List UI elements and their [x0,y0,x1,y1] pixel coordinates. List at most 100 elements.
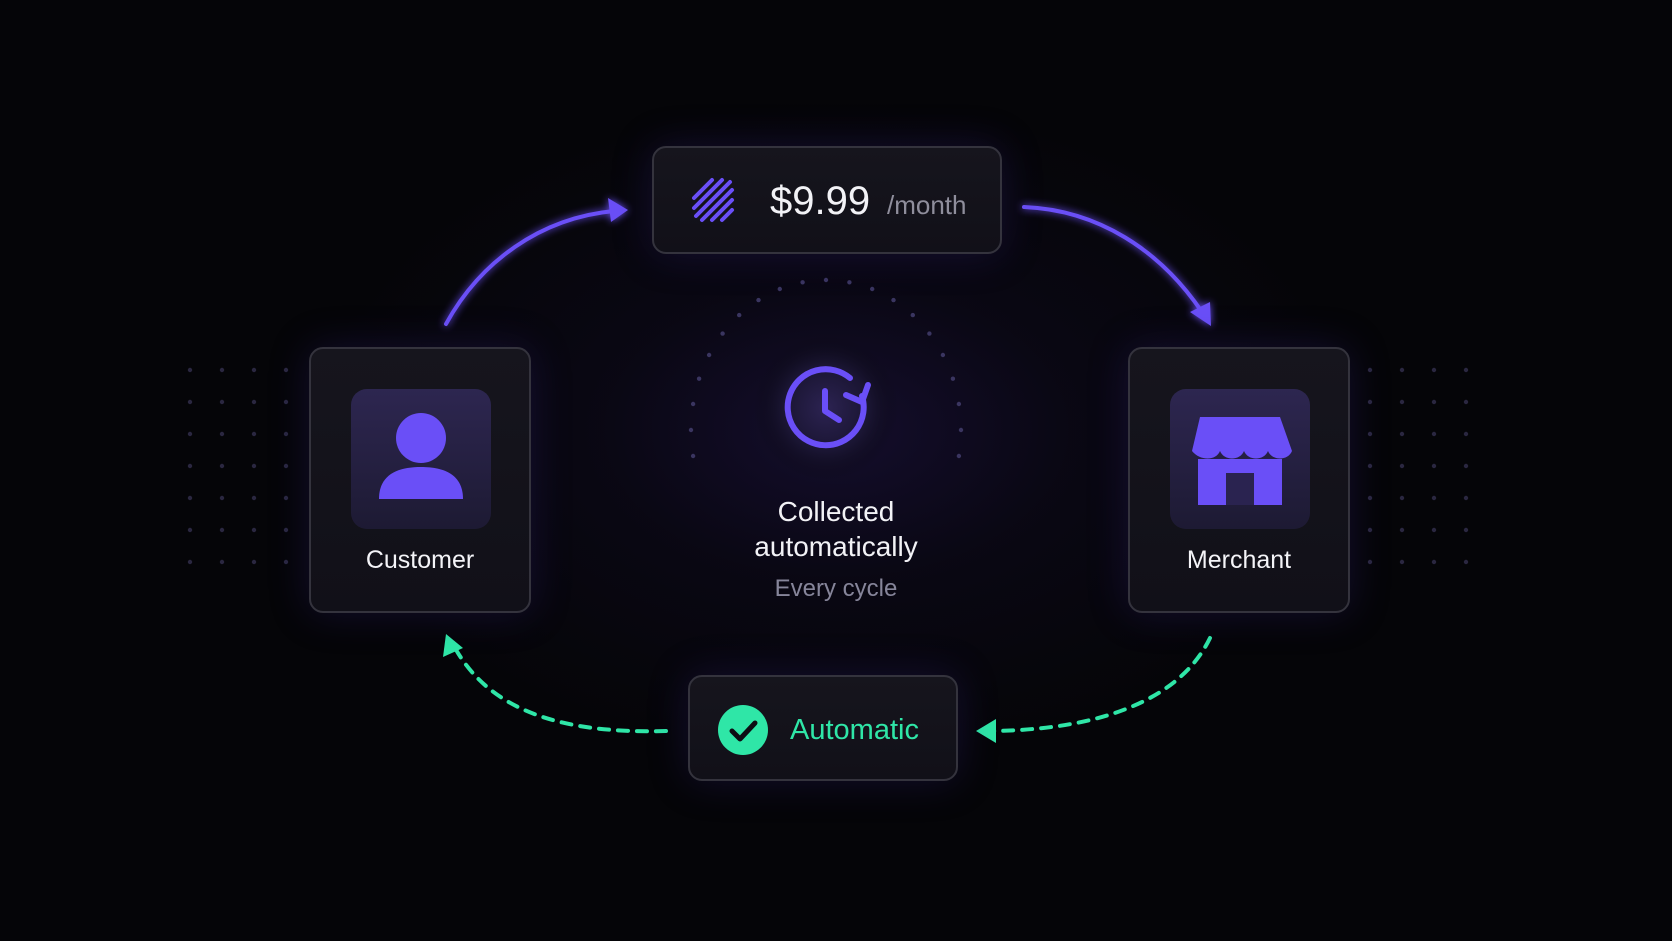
ring-dot [756,297,761,303]
grid-dot [1431,495,1437,501]
grid-dot [219,431,225,437]
clock-refresh-icon [784,366,871,449]
grid-dot [1399,431,1405,437]
grid-dot [1367,559,1373,565]
ring-dot [870,286,875,292]
ring-dot [690,401,696,407]
ring-dot [688,427,694,433]
grid-dot [1463,399,1469,405]
grid-dot [283,463,289,469]
grid-dot [1463,463,1469,469]
grid-dot [1463,495,1469,501]
ring-dot [720,331,725,336]
customer-icon-tile [351,389,491,529]
grid-dot [219,399,225,405]
grid-dot [1399,399,1405,405]
grid-dot [283,367,289,373]
ring-dot [927,331,932,336]
grid-dot [251,527,257,533]
grid-dot [187,495,193,501]
grid-dot [219,463,225,469]
ring-dot [696,376,702,381]
dot-grid-right [1367,367,1469,565]
grid-dot [283,495,289,501]
grid-dot [283,431,289,437]
dotted-ring [688,277,964,459]
center-title-line2: automatically [754,531,918,562]
grid-dot [219,559,225,565]
grid-dot [187,399,193,405]
grid-dot [1463,559,1469,565]
ring-dot [823,277,829,283]
grid-dot [1463,527,1469,533]
stripes-logo-icon [692,178,734,222]
grid-dot [1399,495,1405,501]
merchant-icon-tile [1170,389,1310,529]
merchant-card: Merchant [1128,347,1350,613]
price-card: $9.99 /month [652,146,1002,254]
ring-dot [737,312,742,318]
customer-card: Customer [309,347,531,613]
grid-dot [1367,399,1373,405]
grid-dot [251,495,257,501]
grid-dot [1431,367,1437,373]
grid-dot [1431,399,1437,405]
grid-dot [219,367,225,373]
grid-dot [1399,367,1405,373]
storefront-icon [1192,417,1292,505]
ring-dot [910,312,915,318]
grid-dot [1367,463,1373,469]
grid-dot [1399,463,1405,469]
grid-dot [283,399,289,405]
grid-dot [187,527,193,533]
merchant-label: Merchant [1186,546,1292,574]
grid-dot [1367,367,1373,373]
ring-dot [847,280,852,285]
grid-dot [219,527,225,533]
ring-dot [800,280,805,285]
checkmark-icon [718,705,768,755]
ring-dot [940,352,946,358]
ring-dot [956,401,962,407]
automatic-status-card: Automatic [688,675,958,781]
grid-dot [251,367,257,373]
ring-dot [690,453,696,459]
grid-dot [251,463,257,469]
grid-dot [1463,367,1469,373]
customer-label: Customer [365,546,475,574]
grid-dot [1367,431,1373,437]
ring-dot [950,376,956,381]
price-amount: $9.99 [770,179,871,223]
grid-dot [187,367,193,373]
arrow-customer-to-price [444,198,628,326]
grid-dot [1431,559,1437,565]
grid-dot [187,431,193,437]
grid-dot [283,527,289,533]
grid-dot [1399,527,1405,533]
grid-dot [1431,431,1437,437]
grid-dot [1367,495,1373,501]
dot-grid-left [187,367,289,565]
arrow-merchant-to-automatic [976,636,1212,743]
price-period: /month [887,190,967,220]
grid-dot [251,559,257,565]
grid-dot [1367,527,1373,533]
grid-dot [219,495,225,501]
center-title: Collected automatically [686,494,986,564]
center-subtitle: Every cycle [774,575,898,602]
person-icon [379,413,463,499]
ring-dot [956,453,962,459]
center-title-line1: Collected [777,496,895,527]
grid-dot [1431,463,1437,469]
ring-dot [777,286,782,292]
grid-dot [1399,559,1405,565]
grid-dot [251,399,257,405]
grid-dot [251,431,257,437]
grid-dot [187,463,193,469]
grid-dot [283,559,289,565]
ring-dot [958,427,964,433]
ring-dot [706,352,712,358]
grid-dot [1431,527,1437,533]
